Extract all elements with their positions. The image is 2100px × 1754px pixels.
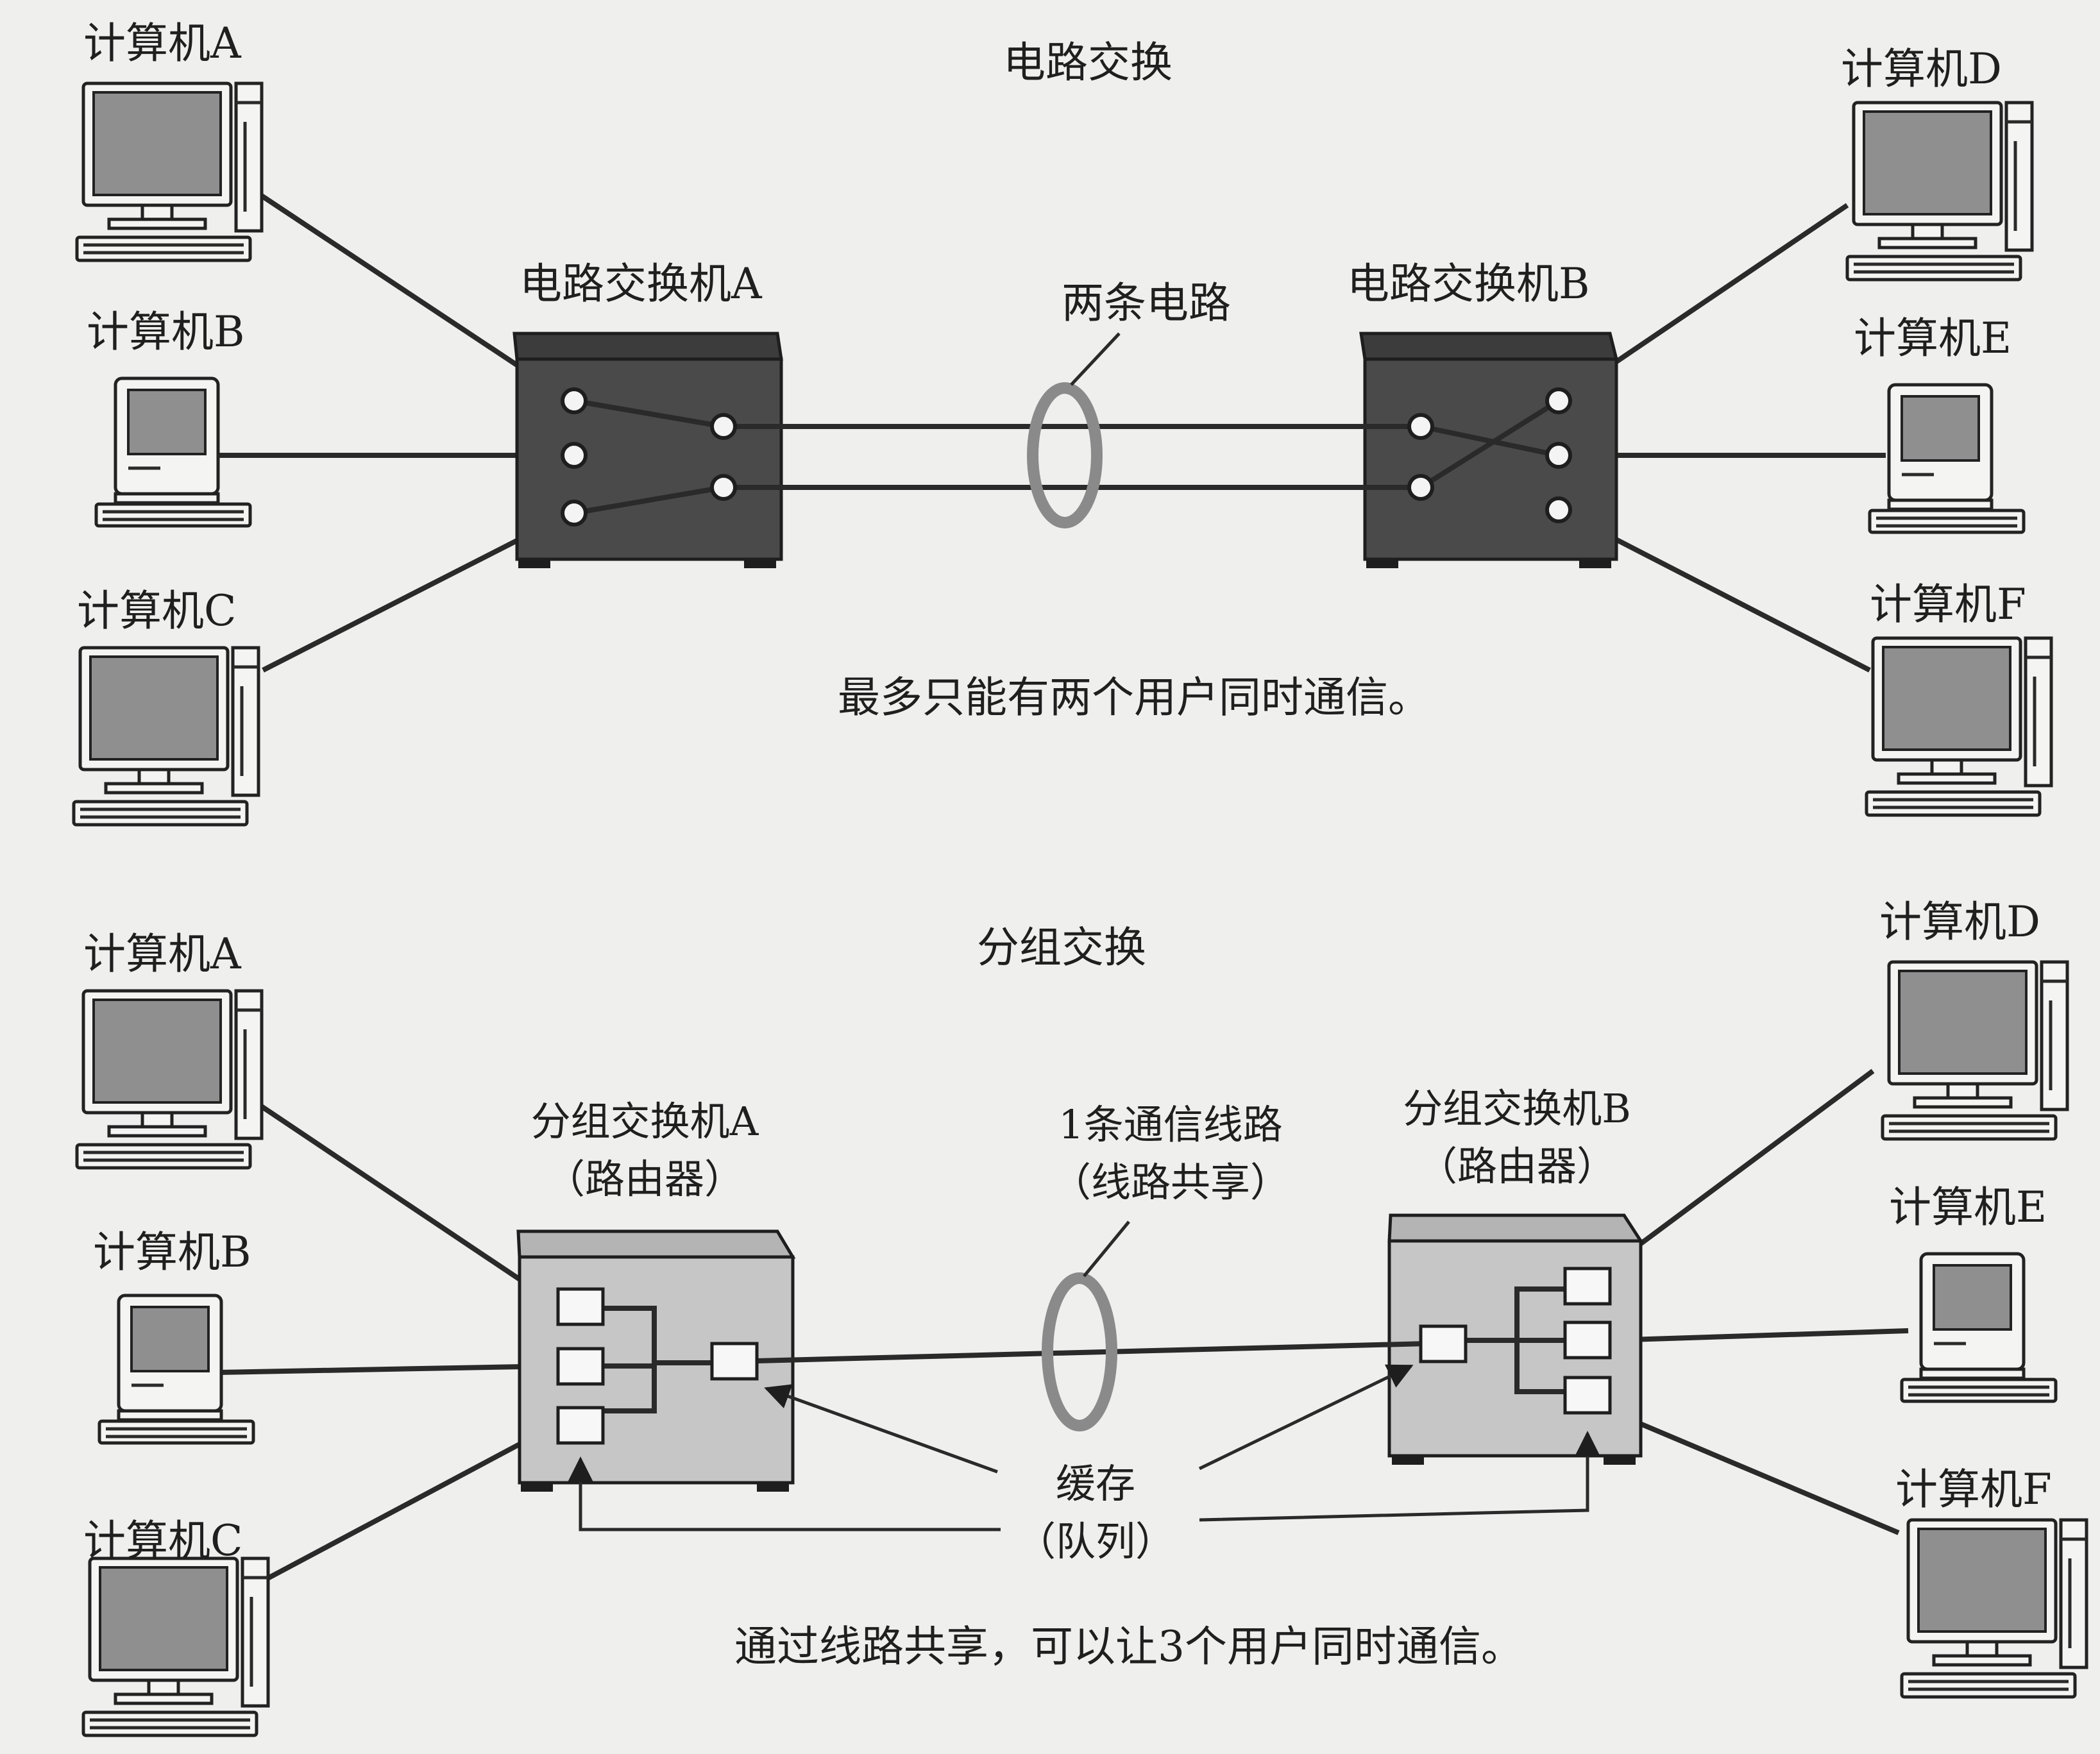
computer-label: 计算机C <box>77 586 237 636</box>
shared-communication-line <box>756 1341 1428 1363</box>
port-icon <box>710 413 737 440</box>
desktop-computer-icon <box>74 648 258 825</box>
computer-label: 计算机F <box>1870 580 2026 629</box>
buffer-arrow-2 <box>1198 1364 1414 1471</box>
port-icon <box>1545 442 1572 469</box>
computer-label: 计算机F <box>1895 1465 2052 1514</box>
buffer-label-line2: （队列） <box>1016 1518 1175 1565</box>
circuit-switching-section: 电路交换 <box>74 19 2051 825</box>
wire-c-to-router-a <box>262 1421 559 1583</box>
computer-label: 计算机E <box>1854 314 2011 363</box>
computer-f-top: 计算机F <box>1867 580 2051 815</box>
computer-b-bottom: 计算机B <box>93 1227 253 1443</box>
wire-router-b-to-e <box>1609 1328 1909 1343</box>
buffer-arrow-1 <box>764 1384 998 1474</box>
circuit-switch-b-label: 电路交换机B <box>1347 259 1590 308</box>
circuits-pointer-line <box>1070 332 1121 386</box>
buffer-icon <box>710 1342 759 1381</box>
computer-c-top: 计算机C <box>74 586 258 825</box>
computer-d-bottom: 计算机D <box>1879 897 2067 1139</box>
circuit-bundle-ring-icon <box>1027 382 1103 528</box>
computer-e-top: 计算机E <box>1854 314 2024 532</box>
buffer-icon <box>1563 1320 1612 1360</box>
desktop-computer-icon <box>77 83 262 260</box>
circuit-switch-b <box>1359 332 1619 568</box>
port-icon <box>561 442 588 469</box>
circuit-switching-title: 电路交换 <box>1003 38 1173 87</box>
computer-label: 计算机D <box>1841 44 2002 94</box>
wire-router-b-to-f <box>1609 1408 1900 1535</box>
shared-line-label-line1: 1条通信线路 <box>1058 1101 1282 1148</box>
computer-label: 计算机E <box>1889 1183 2047 1232</box>
port-icon <box>1407 413 1434 440</box>
wire-router-b-to-d <box>1608 1068 1875 1269</box>
circuits-label: 两条电路 <box>1062 278 1231 328</box>
circuit-switch-a-label: 电路交换机A <box>520 259 763 308</box>
computer-a-top: 计算机A <box>77 19 262 260</box>
buffer-label-line1: 缓存 <box>1056 1460 1135 1507</box>
line-pointer <box>1083 1220 1130 1278</box>
packet-switching-note: 通过线路共享，可以让3个用户同时通信。 <box>734 1622 1523 1671</box>
buffer-icon <box>556 1406 605 1445</box>
computer-e-bottom: 计算机E <box>1889 1183 2056 1401</box>
port-icon <box>1407 474 1434 501</box>
buffer-icon <box>1563 1376 1612 1415</box>
desktop-computer-icon <box>1867 638 2051 815</box>
computer-label: 计算机A <box>83 929 242 979</box>
buffer-icon <box>1419 1324 1468 1363</box>
buffer-arrow-4 <box>1199 1431 1600 1522</box>
packet-switching-section: 分组交换 <box>77 897 2087 1735</box>
circuit-switching-note: 最多只能有两个用户同时通信。 <box>838 673 1430 722</box>
mac-computer-icon <box>1870 385 2024 532</box>
port-icon <box>561 500 588 527</box>
computer-b-top: 计算机B <box>87 307 250 526</box>
computer-c-bottom: 计算机C <box>83 1516 268 1735</box>
computer-a-bottom: 计算机A <box>77 929 262 1168</box>
computer-label: 计算机A <box>83 19 242 68</box>
port-icon <box>1545 496 1572 523</box>
desktop-computer-icon <box>83 1558 268 1735</box>
buffer-icon <box>556 1347 605 1386</box>
circuit-switch-a <box>512 332 783 568</box>
desktop-computer-icon <box>1847 103 2032 280</box>
wire-b-to-router-a <box>217 1363 559 1375</box>
port-icon <box>710 474 737 501</box>
shared-line-ring-icon <box>1042 1272 1117 1431</box>
packet-switching-title: 分组交换 <box>977 923 1146 972</box>
packet-switch-a-label-line2: （路由器） <box>545 1156 744 1202</box>
buffer-icon <box>1563 1267 1612 1306</box>
computer-f-bottom: 计算机F <box>1895 1465 2087 1697</box>
wire-a-to-router-a <box>255 1100 560 1308</box>
mac-computer-icon <box>1902 1254 2056 1401</box>
computer-label: 计算机B <box>93 1227 251 1277</box>
port-icon <box>1545 387 1572 414</box>
desktop-computer-icon <box>1883 962 2067 1139</box>
packet-switch-b-label-line1: 分组交换机B <box>1403 1085 1631 1132</box>
mac-computer-icon <box>99 1295 253 1443</box>
desktop-computer-icon <box>77 991 262 1168</box>
shared-line-label-line2: （线路共享） <box>1051 1159 1290 1206</box>
mac-computer-icon <box>96 378 250 526</box>
computer-d-top: 计算机D <box>1841 44 2032 280</box>
buffer-arrow-3 <box>568 1456 1001 1531</box>
computer-label: 计算机D <box>1879 897 2040 947</box>
computer-label: 计算机B <box>87 307 245 357</box>
port-icon <box>561 387 588 414</box>
desktop-computer-icon <box>1902 1520 2087 1697</box>
packet-switch-b-label-line2: （路由器） <box>1418 1143 1616 1190</box>
packet-switch-a-label-line1: 分组交换机A <box>531 1098 759 1145</box>
computer-label: 计算机C <box>83 1516 243 1565</box>
buffer-icon <box>556 1287 605 1326</box>
